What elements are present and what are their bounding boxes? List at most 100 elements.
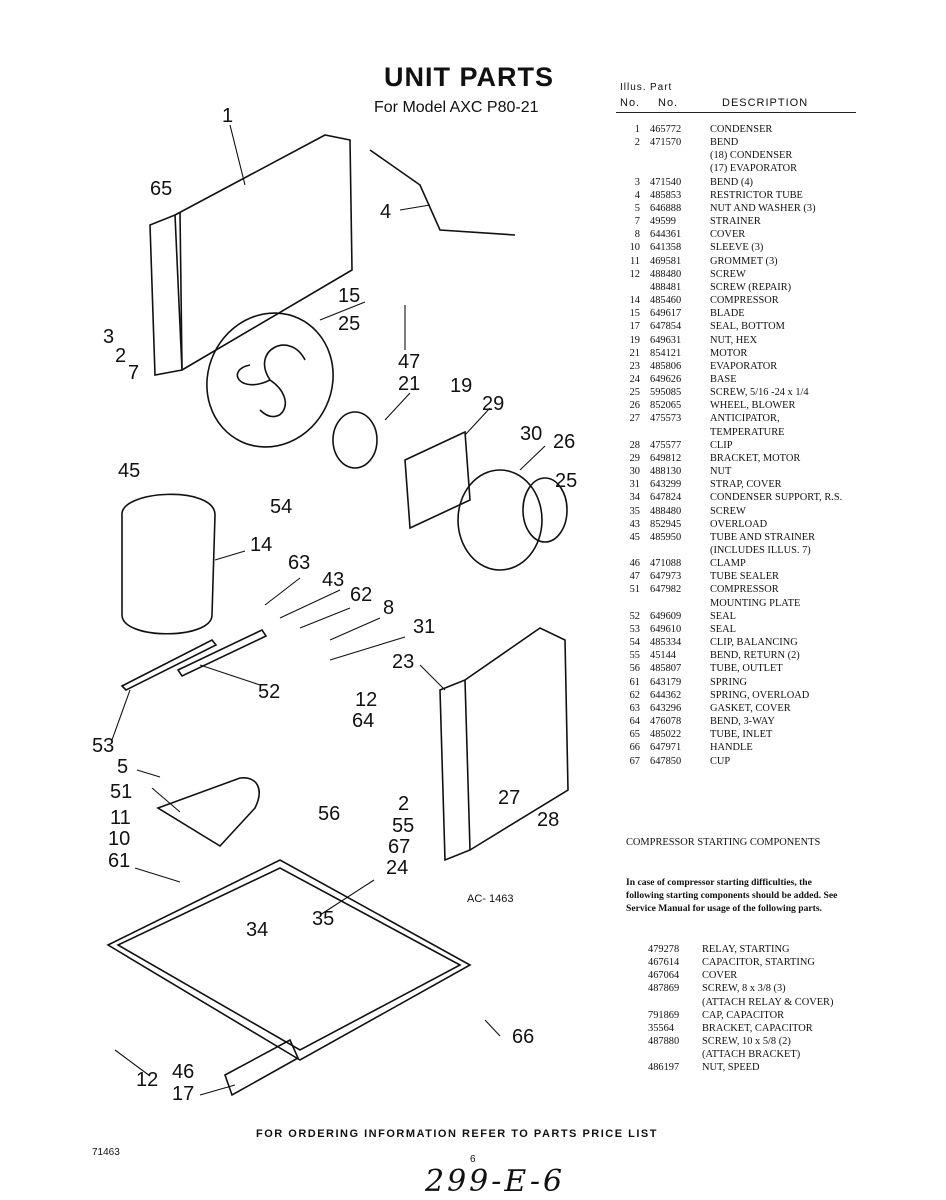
part-number: 467064 [648,970,680,982]
illus-number: 11 [629,255,640,267]
parts-row: 55 45144 BEND, RETURN (2) [626,649,842,662]
illus-number: 7 [634,216,640,228]
part-number: 852065 [650,400,682,412]
part-number: 644361 [650,229,682,241]
part-description: SCREW [710,505,746,517]
motor-drawing [332,411,378,469]
description-header: DESCRIPTION [722,97,809,109]
part-number: 471540 [650,176,682,188]
seal-53-drawing [120,638,218,691]
illus-number: 4 [634,189,640,201]
illus-number: 63 [629,702,640,714]
part-description: CUP [710,755,731,767]
part-number: 649609 [650,610,682,622]
part-description: ANTICIPATOR, [710,413,780,425]
document-number: 71463 [92,1147,120,1158]
part-description: MOUNTING PLATE [710,597,801,609]
part-number: 649617 [650,308,682,320]
part-description: COMPRESSOR [710,584,779,596]
part-description: (ATTACH RELAY & COVER) [702,996,834,1008]
illus-number: 55 [629,650,640,662]
part-description: SEAL, BOTTOM [710,321,785,333]
starting-component-row: (ATTACH BRACKET) [648,1048,833,1061]
part-description: SCREW (REPAIR) [710,281,792,293]
part-number: 485950 [650,531,682,543]
part-number: 647982 [650,584,682,596]
illus-number: 14 [629,295,640,307]
callout-17: 17 [172,1083,194,1105]
callout-4: 4 [380,201,391,223]
illus-number: 65 [629,729,640,741]
compressor-starting-note: In case of compressor starting difficult… [626,877,838,914]
part-description: NUT AND WASHER (3) [710,202,816,214]
callout-10: 10 [108,828,130,850]
base-drawing [106,859,472,1061]
part-description: BLADE [710,308,745,320]
restrictor-tube-drawing [369,149,516,236]
illus-number: 25 [629,387,640,399]
callout-5: 5 [117,756,128,778]
callout-14: 14 [250,534,272,556]
callout-2: 2 [115,345,126,367]
part-number: 641358 [650,242,682,254]
illus-number: 47 [629,571,640,583]
callout-66: 66 [512,1026,534,1048]
illus-number: 27 [629,413,640,425]
part-description: COVER [710,229,746,241]
page-number: 6 [470,1154,476,1165]
part-number: 485807 [650,663,682,675]
callout-55: 55 [392,815,414,837]
part-number: 647973 [650,571,682,583]
callout-64: 64 [352,710,374,732]
callout-53: 53 [92,735,114,757]
part-number: 471570 [650,137,682,149]
part-description: CAPACITOR, STARTING [702,957,815,969]
part-number: 465772 [650,124,682,135]
illus-number: 66 [629,742,640,754]
part-description: RESTRICTOR TUBE [710,189,803,201]
part-description: BEND, RETURN (2) [710,650,800,662]
illus-number: 61 [629,676,640,688]
part-number: 476078 [650,716,682,728]
part-number: 488480 [650,268,682,280]
illus-number: 64 [629,716,640,728]
part-number: 45144 [650,650,676,662]
fan-blade-drawing [236,344,306,418]
part-number: 486197 [648,1062,680,1074]
part-description: GROMMET (3) [710,255,778,267]
callout-12: 12 [355,689,377,711]
part-description: WHEEL, BLOWER [710,400,796,412]
part-description: NUT [710,466,732,478]
callout-28: 28 [537,809,559,831]
callout-43: 43 [322,569,344,591]
part-number: 487880 [648,1036,680,1048]
part-number: 852945 [650,518,682,530]
part-number: 647854 [650,321,682,333]
illus-number: 17 [629,321,640,333]
callout-30: 30 [520,423,542,445]
part-description: OVERLOAD [710,518,768,530]
parts-row: (17) EVAPORATOR [626,162,842,175]
evaporator-drawing [439,678,471,862]
part-description: TUBE, OUTLET [710,663,783,675]
seal-52-drawing [176,628,268,678]
part-description: CONDENSER SUPPORT, R.S. [710,492,843,504]
blower-wheel-drawing [457,469,543,571]
part-number: 485806 [650,360,682,372]
condenser-drawing [149,134,353,376]
